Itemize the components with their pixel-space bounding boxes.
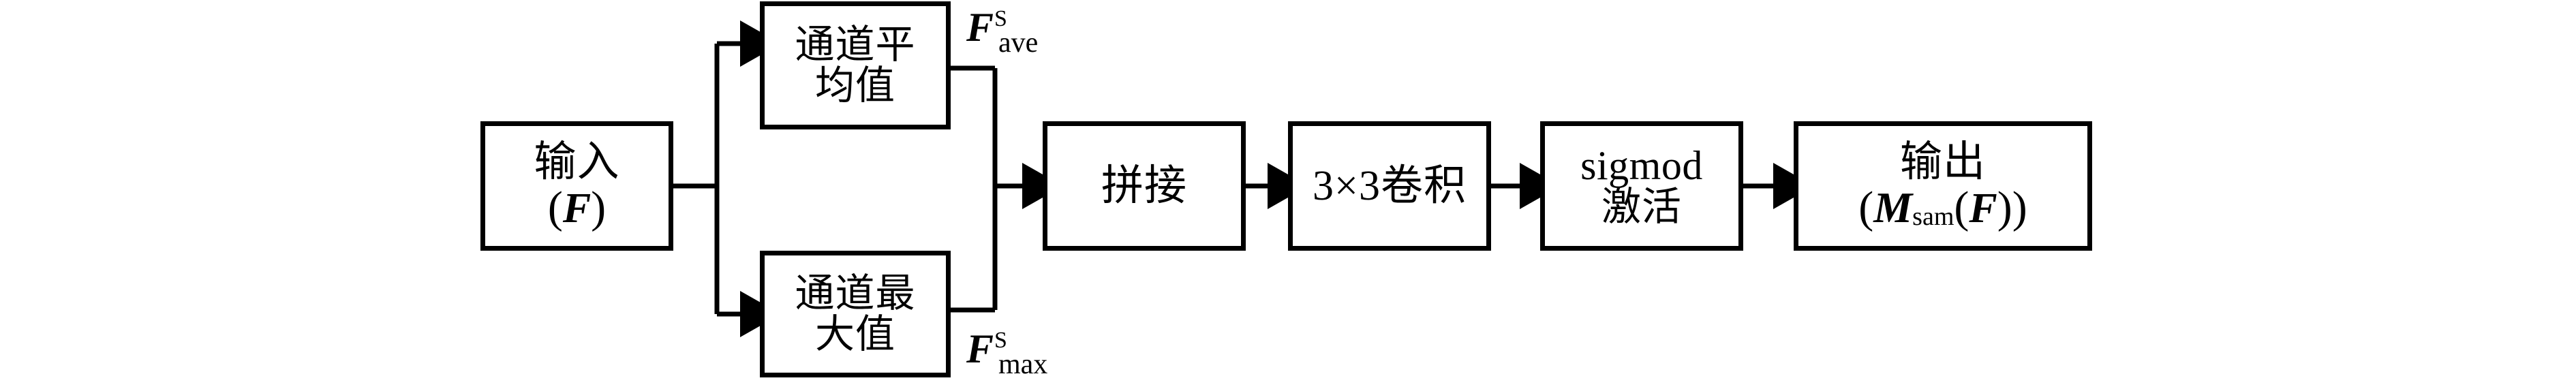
node-conv-3x3-label: 3×3卷积	[1313, 162, 1467, 209]
node-conv-3x3[interactable]: 3×3卷积	[1288, 121, 1491, 251]
node-concat-label: 拼接	[1101, 162, 1187, 209]
edge-label-f-ave-sup: S	[994, 6, 1007, 31]
node-channel-max[interactable]: 通道最 大值	[760, 251, 951, 377]
node-concat[interactable]: 拼接	[1043, 121, 1246, 251]
var-m: M	[1873, 183, 1913, 232]
node-input-formula: (F)	[547, 182, 607, 232]
node-input[interactable]: 输入 (F)	[480, 121, 673, 251]
node-input-label: 输入	[534, 139, 620, 186]
edge-label-f-ave-var: F	[966, 5, 994, 50]
edge-label-f-max-sub: max	[998, 349, 1048, 380]
paren-open: (	[547, 182, 563, 232]
output-inner-paren-open: (	[1954, 182, 1969, 232]
node-channel-max-line2: 大值	[814, 312, 895, 356]
node-channel-max-line1: 通道最	[795, 270, 916, 315]
paren-close: )	[591, 182, 607, 232]
node-sigmod-line1: sigmod	[1580, 142, 1703, 188]
output-paren-open: (	[1858, 182, 1874, 232]
output-var-f: F	[1969, 185, 1997, 232]
node-output-formula: (Msam(F))	[1858, 182, 2027, 232]
edge-label-f-max-var: F	[966, 326, 994, 371]
node-channel-average[interactable]: 通道平 均值	[760, 1, 951, 129]
output-inner-paren-close: )	[1997, 182, 2012, 232]
node-channel-average-line1: 通道平	[795, 22, 916, 67]
node-sigmod-line2: 激活	[1601, 185, 1682, 230]
edge-label-f-max: FSmax	[966, 326, 1056, 380]
edge-label-f-ave-sub: ave	[998, 27, 1039, 59]
node-output[interactable]: 输出 (Msam(F))	[1794, 121, 2092, 251]
output-paren-close: )	[2012, 182, 2027, 232]
var-m-subscript: sam	[1912, 202, 1954, 232]
var-f: F	[562, 185, 592, 232]
edge-label-f-max-sup: S	[994, 328, 1007, 353]
node-sigmod-activation[interactable]: sigmod 激活	[1540, 121, 1743, 251]
node-channel-average-line2: 均值	[814, 63, 895, 108]
edge-label-f-ave: FSave	[966, 4, 1046, 59]
node-output-label: 输出	[1899, 139, 1986, 186]
